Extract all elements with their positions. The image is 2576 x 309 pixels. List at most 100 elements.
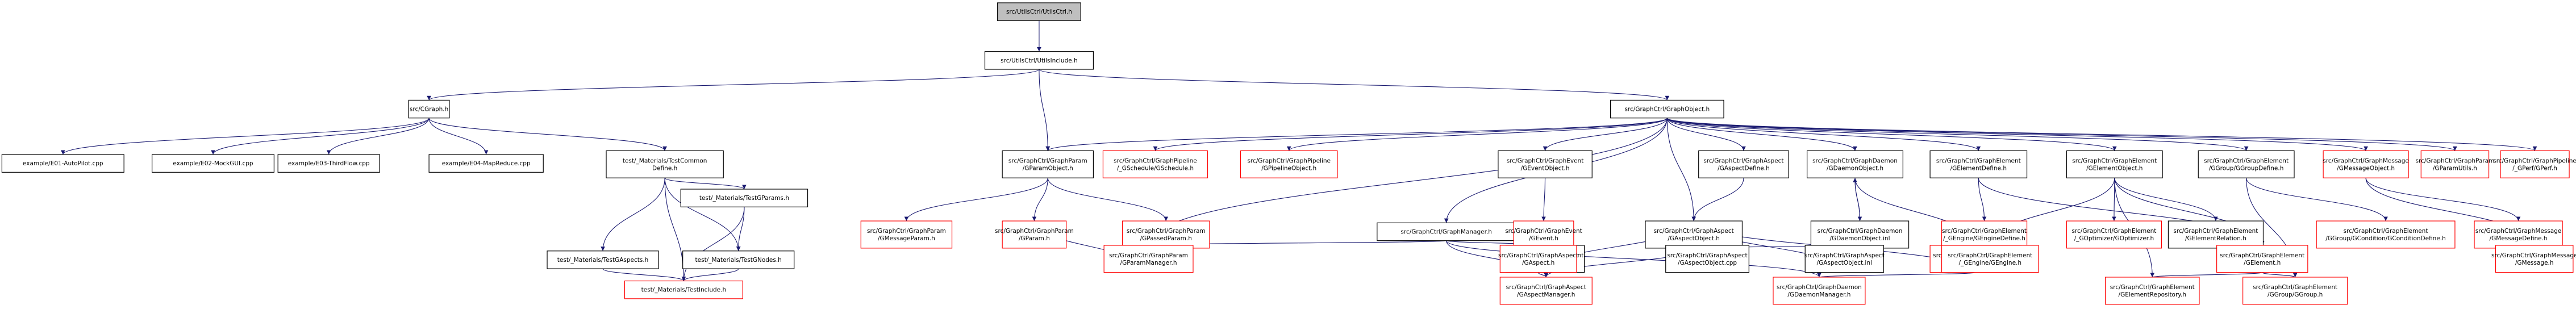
node-e03[interactable]: example/E03-ThirdFlow.cpp (277, 154, 380, 173)
node-gevent[interactable]: src/GraphCtrl/GraphEvent/GEvent.h (1505, 220, 1582, 249)
node-label-line: /GPassedParam.h (1140, 235, 1192, 242)
node-gdaemonmanager[interactable]: src/GraphCtrl/GraphDaemon/GDaemonManager… (1773, 277, 1866, 305)
node-gelement[interactable]: src/GraphCtrl/GraphElement/GElement.h (2216, 245, 2308, 273)
node-label-line: src/GraphCtrl/GraphElement (2071, 228, 2156, 235)
node-label-line: /GGroup/GGroup.h (2267, 291, 2323, 298)
node-gparamobject[interactable]: src/GraphCtrl/GraphParam/GParamObject.h (1002, 150, 1094, 178)
node-label-line: /GElementObject.h (2086, 165, 2143, 172)
node-label-line: /GAspectDefine.h (1718, 165, 1770, 172)
node-gperf[interactable]: src/GraphCtrl/GraphPipeline/_GPerf/GPerf… (2493, 150, 2576, 178)
node-gelementobject[interactable]: src/GraphCtrl/GraphElement/GElementObjec… (2066, 150, 2163, 178)
node-gpipelineobject[interactable]: src/GraphCtrl/GraphPipeline/GPipelineObj… (1240, 150, 1338, 178)
node-gparamutils[interactable]: src/GraphCtrl/GraphParam/GParamUtils.h (2416, 150, 2495, 178)
node-label-line: src/GraphCtrl/GraphObject.h (1624, 106, 1710, 113)
node-label-line: /_GOptimizer/GOptimizer.h (2074, 235, 2154, 242)
node-label-line: /GGroup/GCondition/GConditionDefine.h (2325, 235, 2445, 242)
node-cgraph[interactable]: src/CGraph.h (408, 99, 450, 119)
node-gconditiondefine[interactable]: src/GraphCtrl/GraphElement/GGroup/GCondi… (2316, 220, 2456, 249)
node-geventobject[interactable]: src/GraphCtrl/GraphEvent/GEventObject.h (1498, 150, 1593, 178)
node-testaspects[interactable]: test/_Materials/TestGAspects.h (547, 250, 659, 269)
node-gmanager[interactable]: src/GraphCtrl/GraphManager.h (1377, 222, 1516, 241)
edge-graphobject-to-gmessageobject (1666, 118, 2368, 151)
node-gdaemonobject[interactable]: src/GraphCtrl/GraphDaemon/GDaemonObject.… (1807, 150, 1903, 178)
node-box (1122, 220, 1210, 249)
node-testinclude[interactable]: test/_Materials/TestInclude.h (624, 280, 743, 299)
node-gaspectmanager[interactable]: src/GraphCtrl/GraphAspect/GAspectManager… (1499, 277, 1593, 305)
node-ggroup[interactable]: src/GraphCtrl/GraphElement/GGroup/GGroup… (2242, 277, 2348, 305)
node-label-line: src/GraphCtrl/GraphAspect (1804, 252, 1885, 259)
node-gaspectobject[interactable]: src/GraphCtrl/GraphAspect/GAspectObject.… (1645, 220, 1743, 249)
node-gmessage[interactable]: src/GraphCtrl/GraphMessage/GMessage.h (2491, 245, 2576, 273)
node-gparam[interactable]: src/GraphCtrl/GraphParam/GParam.h (995, 220, 1074, 249)
node-gelementrepository[interactable]: src/GraphCtrl/GraphElement/GElementRepos… (2105, 277, 2200, 305)
node-label-line: src/GraphCtrl/GraphMessage (2491, 252, 2576, 259)
edge-testparams-to-testinclude (681, 207, 745, 281)
node-label-line: /_GSchedule/GSchedule.h (1117, 165, 1194, 172)
node-gaspectobjectcpp[interactable]: src/GraphCtrl/GraphAspect/GAspectObject.… (1665, 245, 1749, 273)
node-box (1610, 99, 1724, 119)
node-label-line: /_GEngine/GEngine.h (1958, 260, 2021, 266)
node-label-line: src/GraphCtrl/GraphElement (2253, 284, 2337, 291)
node-label-line: /GAspect.h (1522, 260, 1554, 266)
node-e02[interactable]: example/E02-MockGUI.cpp (152, 154, 274, 173)
edge-graphobject-to-geventobject (1543, 118, 1668, 151)
node-gpassedparam[interactable]: src/GraphCtrl/GraphParam/GPassedParam.h (1122, 220, 1210, 249)
node-gmessagedefine[interactable]: src/GraphCtrl/GraphMessage/GMessageDefin… (2474, 220, 2563, 249)
node-box (1498, 150, 1593, 178)
node-label-line: src/GraphCtrl/GraphElement (2204, 157, 2289, 164)
node-label-line: src/GraphCtrl/GraphParam (1008, 157, 1087, 164)
node-utilsctrl[interactable]: src/UtilsCtrl/UtilsCtrl.h (997, 2, 1081, 21)
node-box (1002, 150, 1094, 178)
node-box (1941, 220, 2028, 249)
node-label-line: src/GraphCtrl/GraphAspect (1654, 228, 1734, 235)
node-goptimizer[interactable]: src/GraphCtrl/GraphElement/_GOptimizer/G… (2066, 220, 2162, 249)
node-box (1773, 277, 1866, 305)
node-gelementrelation[interactable]: src/GraphCtrl/GraphElement/GElementRelat… (2167, 220, 2264, 249)
node-gelementdefine[interactable]: src/GraphCtrl/GraphElement/GElementDefin… (1929, 150, 2028, 178)
node-gaspectobjectinl[interactable]: src/GraphCtrl/GraphAspect/GAspectObject.… (1804, 245, 1885, 273)
node-box (2323, 150, 2409, 178)
node-ggroupdefine[interactable]: src/GraphCtrl/GraphElement/GGroup/GGroup… (2198, 150, 2295, 178)
node-gengine_define[interactable]: src/GraphCtrl/GraphElement/_GEngine/GEng… (1941, 220, 2028, 249)
node-gschedule[interactable]: src/GraphCtrl/GraphPipeline/_GSchedule/G… (1102, 150, 1208, 178)
node-box (547, 250, 659, 269)
edge-graphobject-to-gdaemonobject (1666, 118, 1857, 151)
node-gparammanager[interactable]: src/GraphCtrl/GraphParam/GParamManager.h (1103, 245, 1194, 273)
node-box (860, 220, 953, 249)
node-label-line: /GElementRepository.h (2119, 291, 2186, 298)
node-testnodes[interactable]: test/_Materials/TestGNodes.h (682, 250, 795, 269)
node-label-line: src/UtilsCtrl/UtilsInclude.h (1001, 57, 1078, 64)
node-label-line: src/GraphCtrl/GraphElement (2072, 157, 2157, 164)
node-gdaemonobjectinl[interactable]: src/GraphCtrl/GraphDaemon/GDaemonObject.… (1810, 220, 1910, 249)
edge-gelementdefine-to-gengine_define (1978, 178, 1987, 222)
node-label-line: src/GraphCtrl/GraphParam (1127, 228, 1206, 235)
node-label-line: src/GraphCtrl/GraphPipeline (1114, 157, 1197, 164)
node-label-line: /GGroup/GGroupDefine.h (2209, 165, 2284, 172)
node-gaspectdefine[interactable]: src/GraphCtrl/GraphAspect/GAspectDefine.… (1698, 150, 1789, 178)
node-e01[interactable]: example/E01-AutoPilot.cpp (1, 154, 124, 173)
node-label-line: test/_Materials/TestInclude.h (641, 287, 727, 294)
node-graphobject[interactable]: src/GraphCtrl/GraphObject.h (1610, 99, 1724, 119)
edge-graphobject-to-gelementobject (1666, 118, 2117, 151)
node-box (2242, 277, 2348, 305)
node-testparams[interactable]: test/_Materials/TestGParams.h (680, 189, 808, 207)
node-box (1645, 220, 1743, 249)
node-label-line: /GElement.h (2244, 260, 2281, 266)
node-label-line: src/GraphCtrl/GraphParam (867, 228, 946, 235)
node-box (624, 280, 743, 299)
node-label-line: /GParamManager.h (1120, 260, 1177, 266)
node-box (1499, 277, 1593, 305)
node-label-line: src/GraphCtrl/GraphPipeline (2493, 157, 2576, 164)
node-label-line: src/GraphCtrl/GraphMessage (2475, 228, 2562, 235)
node-box (1499, 245, 1577, 273)
node-gengine[interactable]: src/GraphCtrl/GraphElement/_GEngine/GEng… (1941, 245, 2039, 273)
node-gmessageparam[interactable]: src/GraphCtrl/GraphParam/GMessageParam.h (860, 220, 953, 249)
node-utilsinclude[interactable]: src/UtilsCtrl/UtilsInclude.h (984, 51, 1094, 70)
node-box (997, 2, 1081, 21)
node-label-line: src/GraphCtrl/GraphManager.h (1400, 229, 1492, 236)
node-e04[interactable]: example/E04-MapReduce.cpp (428, 154, 544, 173)
node-gaspect[interactable]: src/GraphCtrl/GraphAspect/GAspect.h (1498, 245, 1578, 273)
node-gmessageobject[interactable]: src/GraphCtrl/GraphMessage/GMessageObjec… (2323, 150, 2409, 178)
node-label-line: /GDaemonObject.h (1827, 165, 1883, 172)
